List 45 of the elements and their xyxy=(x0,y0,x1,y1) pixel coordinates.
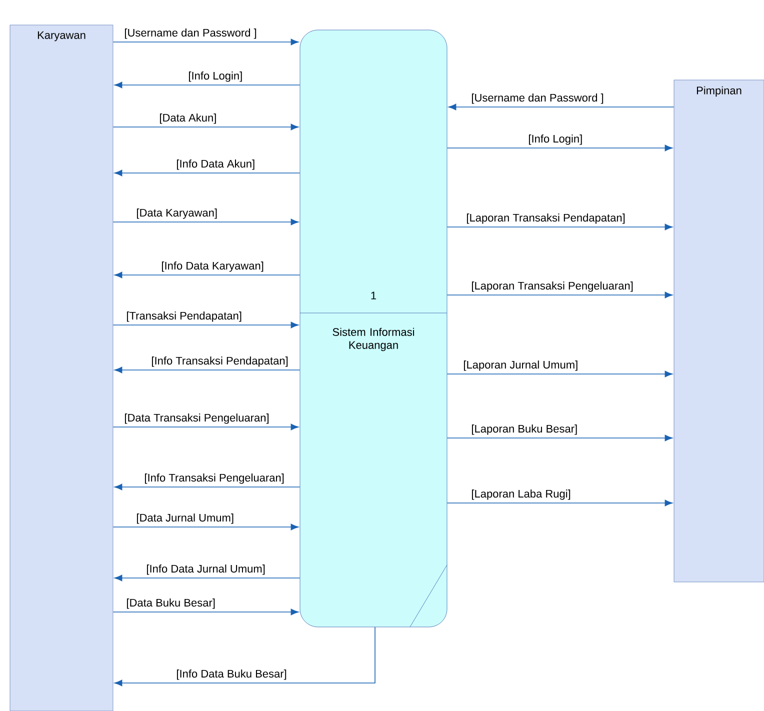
arrow xyxy=(112,124,299,130)
arrow xyxy=(112,38,299,46)
arrow xyxy=(446,144,673,152)
entity-box: Pimpinan xyxy=(674,80,764,582)
process-box: 1 Sistem Informasi Keuangan xyxy=(300,30,448,628)
arrow xyxy=(446,500,673,506)
arrow xyxy=(114,366,300,374)
edge-label: [Data Buku Besar] xyxy=(125,598,216,610)
edge-label: [Data Transaksi Pengeluaran] xyxy=(123,412,270,425)
edge-label: [Info Data Buku Besar] xyxy=(175,668,288,681)
arrow xyxy=(446,434,673,442)
arrow xyxy=(112,322,299,328)
edge-label: [Info Data Jurnal Umum] xyxy=(145,564,266,576)
arrow xyxy=(114,170,300,176)
edge-label: [Info Transaksi Pengeluaran] xyxy=(143,472,286,485)
edge-label: [Data Akun] xyxy=(158,112,218,125)
edge-label: [Laporan Jurnal Umum] xyxy=(462,360,580,372)
edge-label: [Info Login] xyxy=(527,134,584,146)
arrow xyxy=(446,370,673,378)
arrow xyxy=(112,218,299,226)
arrow xyxy=(448,104,674,110)
arrow xyxy=(114,82,300,88)
edge-label: [Username dan Password ] xyxy=(123,28,258,40)
arrow xyxy=(112,524,299,530)
edge-label: [Laporan Buku Besar] xyxy=(470,424,579,436)
arrow xyxy=(112,424,299,430)
arrow xyxy=(446,292,673,298)
edge-label: [Data Jurnal Umum] xyxy=(135,512,235,525)
arrow xyxy=(446,224,673,230)
edge-label: [Info Data Karyawan] xyxy=(160,260,265,273)
arrow xyxy=(114,272,300,278)
arrow xyxy=(114,484,300,490)
edge-label: [Laporan Laba Rugi] xyxy=(470,488,572,501)
edge-label: [Laporan Transaksi Pengeluaran] xyxy=(470,280,634,293)
edge-label: [Laporan Transaksi Pendapatan] xyxy=(465,212,626,225)
entity-box: Karyawan xyxy=(10,24,114,711)
arrow xyxy=(114,626,376,686)
edge-label: [Data Karyawan] xyxy=(135,208,219,220)
edge-label: [Username dan Password ] xyxy=(470,92,605,105)
edge-label: [Transaksi Pendapatan] xyxy=(125,310,243,323)
edge-label: [Info Login] xyxy=(187,70,244,83)
arrow xyxy=(114,574,300,582)
edge-label: [Info Transaksi Pendapatan] xyxy=(150,356,290,368)
arrow xyxy=(112,608,299,616)
edge-label: [Info Data Akun] xyxy=(175,158,256,171)
